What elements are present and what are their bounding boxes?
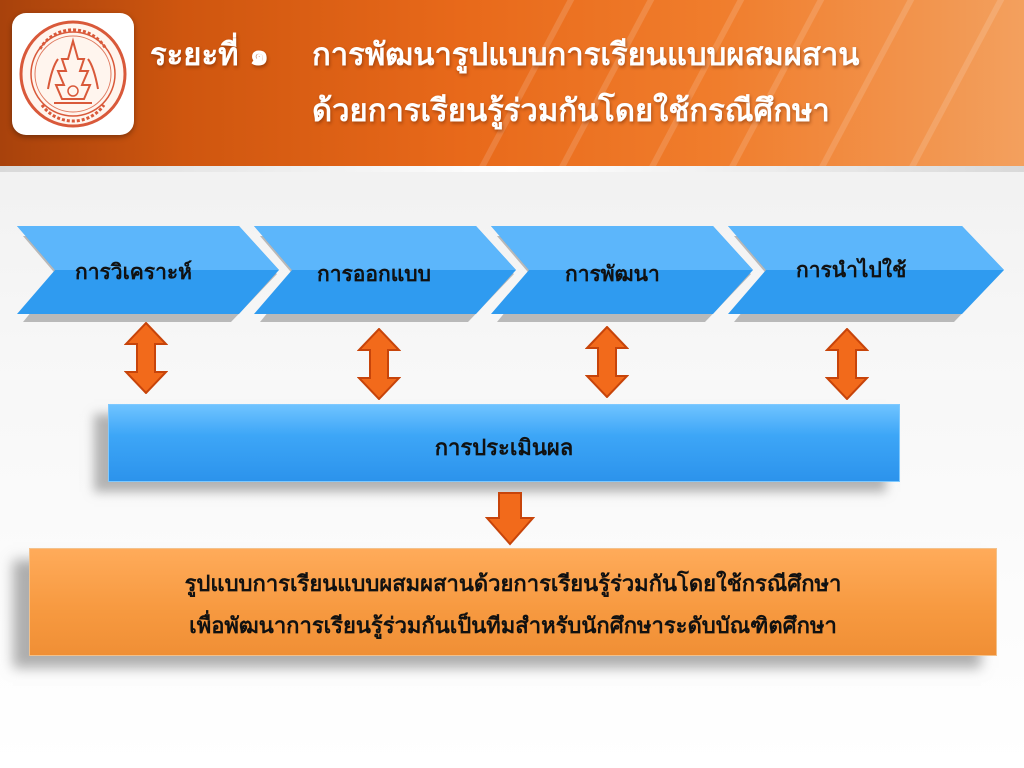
- process-step-design: การออกแบบ: [254, 226, 532, 322]
- process-step-development: การพัฒนา: [491, 226, 769, 322]
- header-divider: [0, 166, 1024, 172]
- step-label: การออกแบบ: [317, 262, 431, 286]
- phase-label: ระยะที่ ๑: [150, 37, 270, 73]
- double-arrow-icon: [124, 322, 168, 394]
- result-line1: รูปแบบการเรียนแบบผสมผสานด้วยการเรียนรู้ร…: [184, 572, 842, 597]
- evaluation-box: การประเมินผล: [108, 404, 900, 482]
- double-arrow-icon: [825, 328, 869, 400]
- result-line2: เพื่อพัฒนาการเรียนรู้ร่วมกันเป็นทีมสำหรั…: [189, 614, 837, 639]
- university-seal-icon: [19, 20, 127, 128]
- process-step-analysis: การวิเคราะห์: [17, 226, 295, 322]
- header-banner: ระยะที่ ๑ การพัฒนารูปแบบการเรียนแบบผสมผส…: [0, 0, 1024, 168]
- step-label: การวิเคราะห์: [75, 260, 192, 284]
- step-label: การนำไปใช้: [796, 258, 907, 282]
- evaluation-label: การประเมินผล: [434, 436, 574, 461]
- page-title-line1: การพัฒนารูปแบบการเรียนแบบผสมผสาน: [312, 37, 860, 73]
- logo: [12, 13, 134, 135]
- down-arrow-icon: [485, 492, 535, 546]
- double-arrow-icon: [585, 326, 629, 398]
- step-label: การพัฒนา: [565, 262, 660, 286]
- double-arrow-icon: [357, 328, 401, 400]
- page-title-line2: ด้วยการเรียนรู้ร่วมกันโดยใช้กรณีศึกษา: [312, 93, 830, 129]
- process-step-implementation: การนำไปใช้: [728, 226, 1006, 322]
- result-box: รูปแบบการเรียนแบบผสมผสานด้วยการเรียนรู้ร…: [29, 548, 997, 656]
